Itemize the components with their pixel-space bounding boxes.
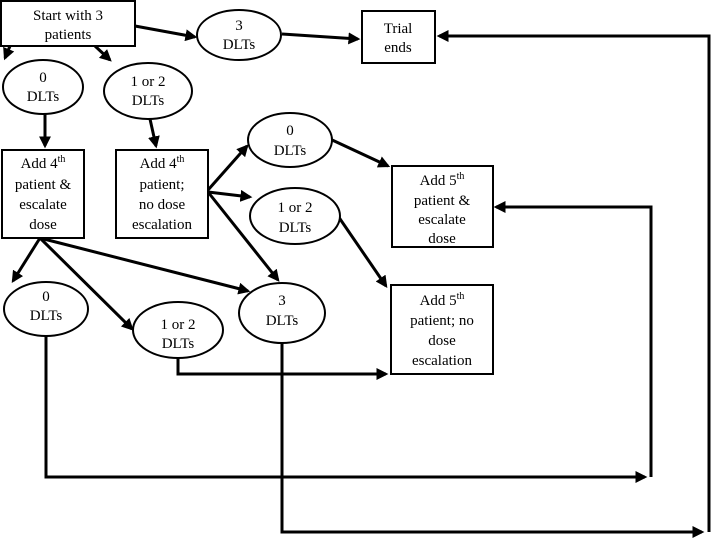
add4-noesc-box: Add 4th patient; no dose escalation xyxy=(115,149,209,239)
second-0dlts-label-line1: 0 xyxy=(286,123,294,139)
top-3dlts-label-line2: DLTs xyxy=(223,37,256,53)
arrow-1or2dlts-to-add5-noesc-lower xyxy=(176,357,389,380)
arrow-0dlts-to-add5-escalate xyxy=(329,137,391,168)
start-label-line1: Start with 3 xyxy=(33,8,103,24)
arrow-start-to-1or2dlts xyxy=(93,44,112,62)
add5-escalate-label-line2: patient & xyxy=(414,193,471,209)
add5-escalate-box: Add 5th patient & escalate dose xyxy=(391,165,494,248)
trial-ends-label-line1: Trial xyxy=(384,21,413,37)
add4-noesc-label-line1: Add 4th xyxy=(140,154,185,172)
add4-noesc-label-line2: patient; xyxy=(140,177,185,193)
first-1or2dlts-oval: 1 or 2 DLTs xyxy=(103,62,193,120)
top-3dlts-oval: 3 DLTs xyxy=(196,9,282,61)
first-0dlts-label-line1: 0 xyxy=(39,70,47,86)
second-1or2dlts-oval: 1 or 2 DLTs xyxy=(249,187,341,245)
arrow-add4escalate-to-1or2dlts xyxy=(38,236,134,331)
first-0dlts-label-line2: DLTs xyxy=(27,89,60,105)
add5-noesc-label-line2: patient; no xyxy=(410,313,474,329)
add4-noesc-label-line3: no dose xyxy=(139,197,186,213)
third-3dlts-label-line2: DLTs xyxy=(266,313,299,329)
first-0dlts-oval: 0 DLTs xyxy=(2,59,84,115)
add5-noesc-label-line3: dose xyxy=(428,333,456,349)
add4-noesc-label-line4: escalation xyxy=(132,217,192,233)
arrow-add4noesc-to-1or2dlts xyxy=(207,189,253,202)
arrow-bottom-bus-to-trial-ends xyxy=(436,30,711,532)
third-0dlts-oval: 0 DLTs xyxy=(3,281,89,337)
add4-escalate-label-line2: patient & xyxy=(15,177,72,193)
arrow-add4noesc-to-3dlts xyxy=(206,191,280,282)
add4-escalate-label-line1: Add 4th xyxy=(21,154,66,172)
third-1or2dlts-label-line1: 1 or 2 xyxy=(161,317,196,333)
second-0dlts-oval: 0 DLTs xyxy=(247,112,333,168)
connectors xyxy=(3,24,711,538)
add4-escalate-box: Add 4th patient & escalate dose xyxy=(1,149,85,239)
arrow-3dlts-to-bottom-bus xyxy=(280,343,705,538)
add5-escalate-label-line1: Add 5th xyxy=(420,171,465,189)
add4-escalate-label-line4: dose xyxy=(29,217,57,233)
add5-noesc-box: Add 5th patient; no dose escalation xyxy=(390,284,494,375)
arrow-add4noesc-to-0dlts xyxy=(206,144,249,191)
arrow-0dlts-to-right-bus xyxy=(44,336,648,483)
arrow-1or2dlts-to-add4-noesc xyxy=(148,118,160,149)
third-1or2dlts-oval: 1 or 2 DLTs xyxy=(132,301,224,359)
add5-noesc-label-line1: Add 5th xyxy=(420,291,465,309)
third-3dlts-label-line1: 3 xyxy=(278,293,286,309)
arrow-add4escalate-to-3dlts xyxy=(39,236,251,295)
arrow-start-to-3dlts xyxy=(134,24,198,42)
arrow-start-to-0dlts xyxy=(3,45,15,61)
first-1or2dlts-label-line1: 1 or 2 xyxy=(131,74,166,90)
second-0dlts-label-line2: DLTs xyxy=(274,143,307,159)
add5-noesc-label-line4: escalation xyxy=(412,353,472,369)
add4-escalate-label-line3: escalate xyxy=(19,197,67,213)
start-label-line2: patients xyxy=(45,27,92,43)
third-0dlts-label-line1: 0 xyxy=(42,289,50,305)
arrow-1or2dlts-to-add5-noesc xyxy=(336,215,388,288)
trial-ends-label-line2: ends xyxy=(384,40,412,56)
first-1or2dlts-label-line2: DLTs xyxy=(132,93,165,109)
add5-escalate-label-line4: dose xyxy=(428,231,456,247)
trial-ends-box: Trial ends xyxy=(361,10,436,64)
arrow-3dlts-to-trial-ends xyxy=(281,32,361,45)
third-1or2dlts-label-line2: DLTs xyxy=(162,336,195,352)
top-3dlts-label-line1: 3 xyxy=(235,18,243,34)
add5-escalate-label-line3: escalate xyxy=(418,212,466,228)
third-3dlts-oval: 3 DLTs xyxy=(238,282,326,344)
start-box: Start with 3 patients xyxy=(0,0,136,47)
second-1or2dlts-label-line1: 1 or 2 xyxy=(278,200,313,216)
second-1or2dlts-label-line2: DLTs xyxy=(279,220,312,236)
arrow-add4escalate-to-0dlts xyxy=(11,237,42,284)
third-0dlts-label-line2: DLTs xyxy=(30,308,63,324)
arrow-right-bus-to-add5-escalate xyxy=(493,201,653,477)
